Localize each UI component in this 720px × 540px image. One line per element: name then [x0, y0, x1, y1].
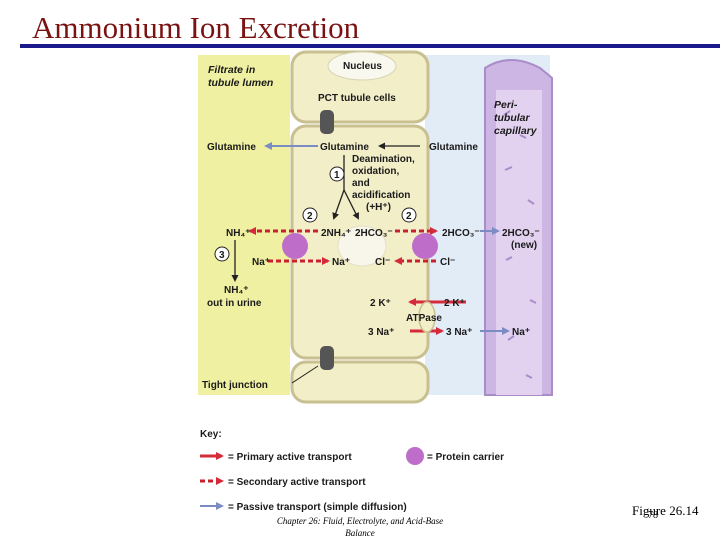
na-lumen: Na⁺: [252, 257, 270, 268]
tubule-lumen: [198, 55, 290, 395]
peritubular-label-line3: capillary: [494, 125, 538, 137]
hco3-new-label: (new): [511, 240, 537, 251]
glutamine-cell: Glutamine: [320, 142, 369, 153]
deamination-line4: acidification: [352, 190, 410, 201]
slide-footer: Chapter 26: Fluid, Electrolyte, and Acid…: [276, 516, 444, 538]
deamination-line3: and: [352, 178, 370, 189]
k-cell: 2 K⁺: [370, 298, 391, 309]
hco3-cell: 2HCO₃⁻: [355, 228, 393, 239]
glutamine-lumen: Glutamine: [207, 142, 256, 153]
peritubular-label-line1: Peri-: [494, 99, 518, 111]
atpase-pump: [418, 301, 436, 333]
atpase-label: ATPase: [406, 313, 442, 324]
peritubular-label-line2: tubular: [494, 112, 530, 124]
step-3: 3: [219, 250, 225, 261]
nh4-lumen: NH₄⁺: [226, 228, 251, 239]
step-1: 1: [334, 170, 340, 181]
cl-cell: Cl⁻: [375, 257, 390, 268]
capillary-lumen: [496, 90, 542, 395]
glutamine-interstitial: Glutamine: [429, 142, 478, 153]
protein-carrier-basolateral: [412, 233, 438, 259]
k-interstitial: 2 K⁺: [444, 298, 465, 309]
step-2-basolateral: 2: [406, 211, 412, 222]
na3-interstitial: 3 Na⁺: [446, 327, 472, 338]
key-carrier-swatch: [406, 447, 424, 465]
key-carrier: = Protein carrier: [427, 452, 504, 463]
hco3-capillary: 2HCO₃⁻: [502, 228, 540, 239]
nucleus: [327, 51, 397, 81]
deamination-line1: Deamination,: [352, 154, 415, 165]
nh4-cell: 2NH₄⁺: [321, 228, 351, 239]
tight-junction-label: Tight junction: [202, 380, 268, 391]
slide-title: Ammonium Ion Excretion: [32, 10, 360, 45]
nh4-out: NH₄⁺: [224, 285, 249, 296]
step-2-apical: 2: [307, 211, 313, 222]
tight-junction-top: [320, 110, 334, 134]
na3-cell: 3 Na⁺: [368, 327, 394, 338]
tight-junction-bottom: [320, 346, 334, 370]
figure-label: Figure 26.14: [632, 503, 699, 518]
deamination-line2: oxidation,: [352, 166, 399, 177]
cl-interstitial: Cl⁻: [440, 257, 455, 268]
title-underline: [20, 44, 720, 48]
filtrate-label-line2: tubule lumen: [208, 77, 273, 89]
nucleus-label: Nucleus: [343, 61, 382, 72]
key-primary: = Primary active transport: [228, 452, 352, 463]
pct-cells-label: PCT tubule cells: [318, 93, 396, 104]
key-secondary: = Secondary active transport: [228, 477, 366, 488]
key-title: Key:: [200, 429, 222, 440]
deamination-line5: (+H⁺): [366, 202, 391, 213]
protein-carrier-apical: [282, 233, 308, 259]
hco3-interstitial: 2HCO₃⁻: [442, 228, 480, 239]
cell-vacuole: [337, 225, 387, 267]
na-capillary: Na⁺: [512, 327, 530, 338]
pct-cell-bottom: [290, 360, 430, 404]
filtrate-label-line1: Filtrate in: [208, 64, 255, 76]
key-passive: = Passive transport (simple diffusion): [228, 502, 407, 513]
out-in-urine: out in urine: [207, 298, 262, 309]
na-cell: Na⁺: [332, 257, 350, 268]
slide-number: 78: [648, 510, 658, 521]
